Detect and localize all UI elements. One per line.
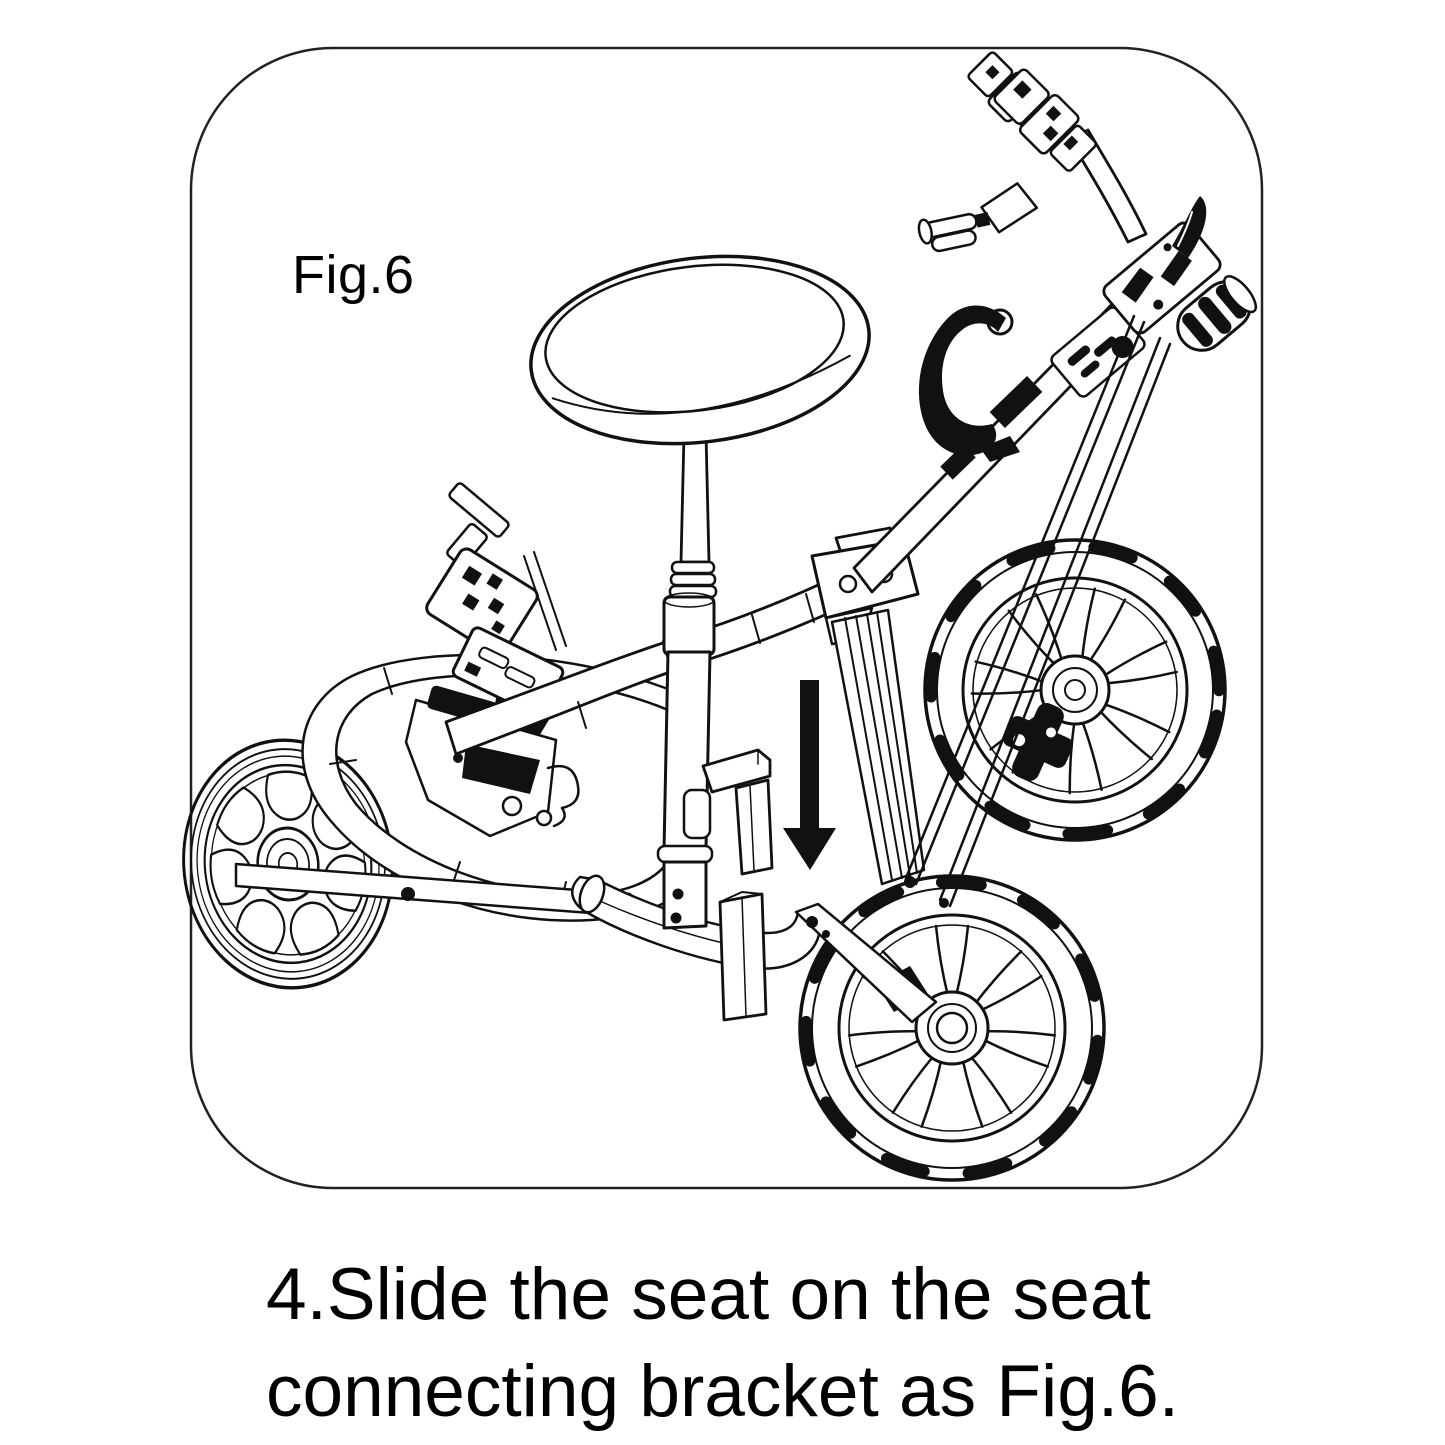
handle-lever bbox=[1172, 196, 1207, 258]
stabilizer-rods bbox=[904, 314, 1172, 908]
handle-neck-tube bbox=[1068, 128, 1148, 244]
seat-bracket-post bbox=[718, 891, 768, 1022]
handle-grip bbox=[1176, 275, 1258, 352]
figure-label: Fig.6 bbox=[292, 245, 415, 305]
seat-connecting-bracket bbox=[682, 748, 774, 876]
handle-side-cylinders bbox=[917, 182, 1039, 253]
seat-post bbox=[656, 432, 718, 930]
seat bbox=[529, 254, 871, 446]
step-caption: 4.Slide the seat on the seat connecting … bbox=[266, 1246, 1179, 1440]
bottom-wheel bbox=[798, 874, 1106, 1182]
caption-line-1: 4.Slide the seat on the seat bbox=[266, 1254, 1151, 1335]
rear-strut-bundle bbox=[830, 608, 926, 886]
handle-arm-upper bbox=[993, 68, 1097, 172]
handle-clamp-lower bbox=[1050, 306, 1146, 398]
bottom-wheel-link bbox=[794, 902, 938, 1024]
down-arrow-icon bbox=[783, 680, 836, 870]
accessory-strap-loop bbox=[918, 305, 1020, 462]
caption-line-2: connecting bracket as Fig.6. bbox=[266, 1351, 1179, 1432]
